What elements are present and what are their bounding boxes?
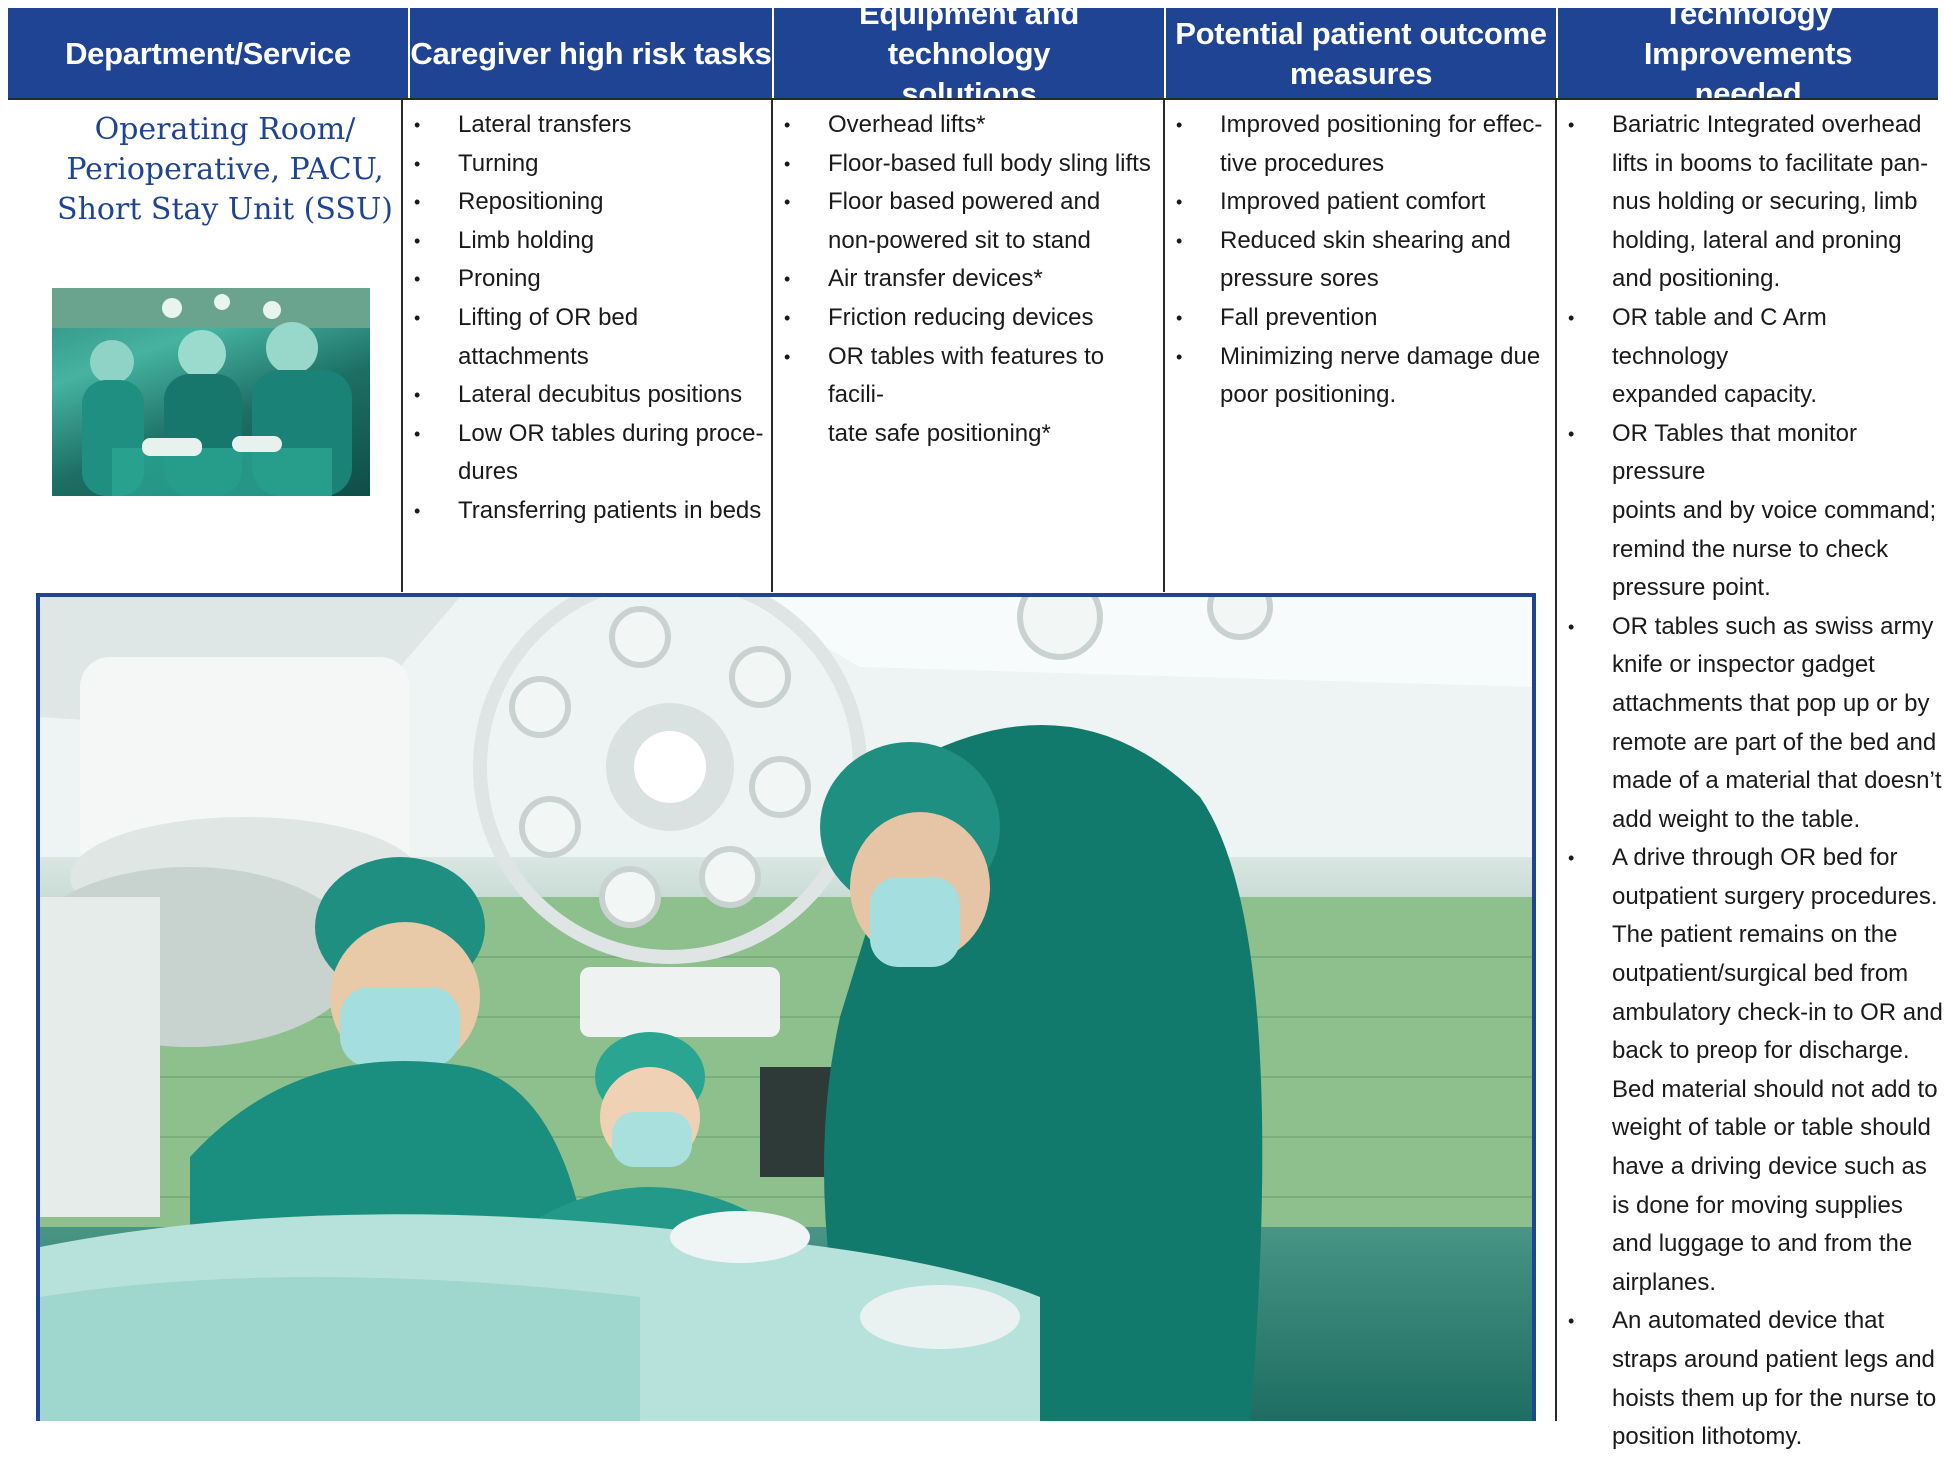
- department-name-line3: Short Stay Unit (SSU): [57, 192, 393, 227]
- list-item: Limb holding: [402, 222, 770, 261]
- outcome-measures-list: Improved positioning for effec- tive pro…: [1164, 106, 1556, 415]
- list-item-continuation: knife or inspector gadget: [1612, 651, 1875, 679]
- list-item-continuation: add weight to the table.: [1612, 805, 1861, 833]
- list-item: OR table and C Arm technology: [1556, 299, 1944, 376]
- list-item: Bariatric Integrated overhead: [1556, 106, 1944, 145]
- list-item: Overhead lifts*: [772, 106, 1164, 145]
- surgery-thumbnail-illustration: [52, 288, 370, 496]
- header-caregiver: Caregiver high risk tasks: [410, 8, 772, 99]
- list-item-continuation: pressure point.: [1612, 574, 1771, 602]
- list-item: Low OR tables during proce-: [402, 415, 770, 454]
- list-item-continuation: attachments that pop up or by: [1612, 689, 1930, 717]
- technology-improvements-list: Bariatric Integrated overhead lifts in b…: [1556, 106, 1944, 1457]
- list-item-continuation: outpatient surgery procedures.: [1612, 882, 1938, 910]
- list-item-continuation: remind the nurse to check: [1612, 535, 1889, 563]
- header-department: Department/Service: [8, 8, 408, 99]
- list-item: Proning: [402, 260, 770, 299]
- list-item-continuation: Bed material should not add to: [1612, 1075, 1938, 1103]
- list-item-continuation: tive procedures: [1220, 149, 1385, 177]
- operating-room-illustration: [40, 597, 1532, 1421]
- list-item-continuation: airplanes.: [1612, 1268, 1717, 1296]
- header-outcome-line1: Potential patient outcome: [1175, 15, 1547, 51]
- list-item: Reduced skin shearing and: [1164, 222, 1556, 261]
- list-item: An automated device that: [1556, 1302, 1944, 1341]
- list-item-continuation: expanded capacity.: [1612, 381, 1818, 409]
- list-item: Improved positioning for effec-: [1164, 106, 1556, 145]
- list-item: Improved patient comfort: [1164, 183, 1556, 222]
- column-divider: [1555, 99, 1557, 1421]
- list-item-continuation: is done for moving supplies: [1612, 1191, 1903, 1219]
- department-name-line2: Perioperative, PACU,: [66, 152, 384, 187]
- header-equipment-line1: Equipment and technology: [859, 0, 1079, 71]
- list-item-continuation: tate safe positioning*: [828, 419, 1051, 447]
- header-bottom-rule: [8, 98, 1938, 100]
- list-item-continuation: outpatient/surgical bed from: [1612, 960, 1909, 988]
- list-item-continuation: holding, lateral and proning: [1612, 226, 1902, 254]
- list-item-continuation: position lithotomy.: [1612, 1423, 1803, 1451]
- list-item-continuation: dures: [458, 458, 519, 486]
- caregiver-tasks-list: Lateral transfers Turning Repositioning …: [402, 106, 770, 531]
- list-item-continuation: poor positioning.: [1220, 381, 1397, 409]
- header-outcome-line2: measures: [1289, 55, 1433, 91]
- equipment-solutions-list: Overhead lifts* Floor-based full body sl…: [772, 106, 1164, 453]
- list-item-continuation: and positioning.: [1612, 265, 1781, 293]
- list-item-continuation: back to preop for discharge.: [1612, 1037, 1910, 1065]
- list-item: A drive through OR bed for: [1556, 839, 1944, 878]
- header-equipment: Equipment and technology solutions: [774, 0, 1164, 111]
- list-item: OR Tables that monitor pressure: [1556, 415, 1944, 492]
- list-item-continuation: pressure sores: [1220, 265, 1379, 293]
- list-item-continuation: remote are part of the bed and: [1612, 728, 1937, 756]
- department-name: Operating Room/ Perioperative, PACU, Sho…: [52, 110, 398, 230]
- list-item: Friction reducing devices: [772, 299, 1164, 338]
- list-item-continuation: lifts in booms to facilitate pan-: [1612, 149, 1929, 177]
- list-item: Repositioning: [402, 183, 770, 222]
- list-item: Turning: [402, 145, 770, 184]
- list-item: Air transfer devices*: [772, 260, 1164, 299]
- list-item-continuation: hoists them up for the nurse to: [1612, 1384, 1937, 1412]
- list-item: Fall prevention: [1164, 299, 1556, 338]
- list-item: Minimizing nerve damage due: [1164, 338, 1556, 377]
- department-name-line1: Operating Room/: [94, 112, 356, 147]
- surgery-thumbnail-photo: [52, 288, 370, 496]
- list-item: Lateral transfers: [402, 106, 770, 145]
- list-item: Lifting of OR bed attachments: [402, 299, 770, 376]
- header-improvements-line2: needed: [1694, 75, 1802, 111]
- list-item: OR tables such as swiss army: [1556, 608, 1944, 647]
- header-improvements: Technology Improvements needed: [1558, 0, 1938, 111]
- list-item: Floor-based full body sling lifts: [772, 145, 1164, 184]
- list-item-continuation: non-powered sit to stand: [828, 226, 1091, 254]
- header-equipment-line2: solutions: [901, 75, 1037, 111]
- header-outcome: Potential patient outcome measures: [1166, 8, 1556, 99]
- list-item-continuation: ambulatory check-in to OR and: [1612, 998, 1943, 1026]
- list-item-continuation: The patient remains on the: [1612, 921, 1898, 949]
- list-item-continuation: nus holding or securing, limb: [1612, 188, 1918, 216]
- list-item-continuation: have a driving device such as: [1612, 1153, 1927, 1181]
- list-item: OR tables with features to facili-: [772, 338, 1164, 415]
- operating-room-photo: [36, 593, 1536, 1421]
- list-item-continuation: weight of table or table should: [1612, 1114, 1931, 1142]
- list-item-continuation: and luggage to and from the: [1612, 1230, 1913, 1258]
- header-improvements-line1: Technology Improvements: [1643, 0, 1853, 71]
- list-item-continuation: points and by voice command;: [1612, 496, 1937, 524]
- list-item: Floor based powered and: [772, 183, 1164, 222]
- header-department-label: Department/Service: [65, 35, 351, 71]
- list-item: Lateral decubitus positions: [402, 376, 770, 415]
- header-caregiver-label: Caregiver high risk tasks: [410, 35, 772, 71]
- list-item-continuation: made of a material that doesn’t: [1612, 767, 1942, 795]
- list-item: Transferring patients in beds: [402, 492, 770, 531]
- list-item-continuation: straps around patient legs and: [1612, 1346, 1935, 1373]
